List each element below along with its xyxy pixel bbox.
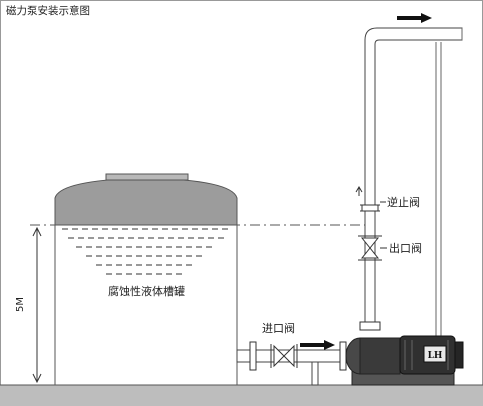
support-frame bbox=[435, 28, 463, 385]
height-dimension bbox=[32, 226, 42, 384]
suction-flange bbox=[249, 341, 257, 371]
tank-body bbox=[54, 224, 238, 386]
check-valve bbox=[355, 186, 380, 212]
tank-dome bbox=[54, 177, 238, 226]
tank-label: 腐蚀性液体槽罐 bbox=[108, 285, 185, 298]
outlet-valve bbox=[358, 235, 382, 261]
ground-slab bbox=[0, 385, 483, 406]
flow-arrow-bottom bbox=[300, 340, 335, 350]
height-label: 5M bbox=[15, 297, 26, 312]
outlet-valve-label: 出口阀 bbox=[389, 242, 422, 255]
flow-arrow-top bbox=[397, 13, 432, 23]
liquid-dashes bbox=[62, 228, 230, 275]
pump-badge bbox=[423, 345, 447, 363]
pump-badge-text: LH bbox=[428, 351, 443, 361]
inlet-valve bbox=[270, 344, 298, 368]
outlet-flange bbox=[359, 321, 381, 331]
tank-cap bbox=[105, 173, 189, 181]
flow-arrows bbox=[300, 13, 432, 350]
magnetic-pump bbox=[345, 335, 464, 386]
inlet-valve-label: 进口阀 bbox=[262, 322, 295, 335]
discharge-pipe bbox=[364, 27, 463, 331]
pipe-support bbox=[311, 361, 319, 386]
check-valve-label: 逆止阀 bbox=[387, 196, 420, 209]
diagram-title: 磁力泵安装示意图 bbox=[6, 5, 90, 17]
